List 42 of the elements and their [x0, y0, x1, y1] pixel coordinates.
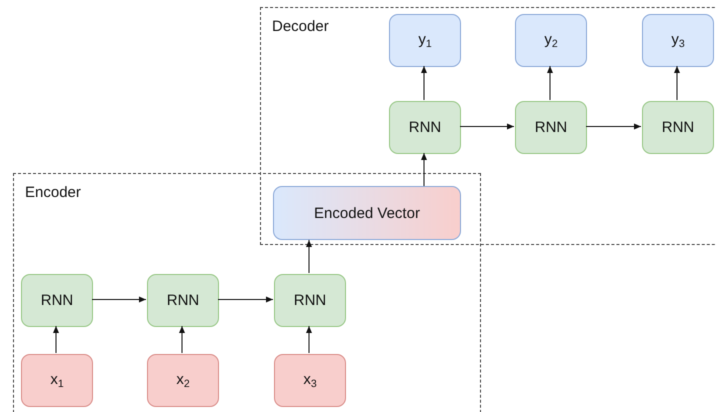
rnn-box [21, 274, 93, 327]
arrow [421, 152, 427, 186]
node-label: RNN [534, 119, 568, 136]
arrow [586, 124, 642, 130]
node-label: y$_{1}$ [418, 31, 432, 50]
arrow [421, 66, 427, 100]
node-label: RNN [40, 292, 74, 309]
output-box [515, 14, 587, 67]
arrow [53, 326, 59, 354]
rnn-box [389, 101, 461, 154]
node-label: RNN [294, 292, 326, 309]
rnn-box [274, 274, 346, 327]
node-label: y$_{2}$ [544, 31, 558, 50]
input-box [274, 354, 346, 407]
arrow [306, 326, 312, 354]
arrow [674, 66, 680, 100]
node-label: x$_{1}$ [50, 371, 64, 390]
arrow [218, 296, 274, 302]
node-label: y$_{3}$ [671, 31, 685, 50]
arrow [179, 326, 185, 354]
group-title: Decoder [272, 18, 329, 35]
rnn-box [642, 101, 714, 154]
arrow [92, 296, 146, 302]
node-label: x$_{2}$ [176, 371, 190, 390]
node-label: RNN [166, 292, 200, 309]
rnn-box [147, 274, 219, 327]
node-label: RNN [662, 119, 694, 136]
input-box [21, 354, 93, 407]
output-box [642, 14, 714, 67]
arrow [306, 240, 312, 274]
rnn-box [515, 101, 587, 154]
decoder-group [260, 7, 716, 245]
arrow [547, 66, 553, 100]
node-label: RNN [408, 119, 442, 136]
node-label: x$_{3}$ [303, 371, 317, 390]
input-box [147, 354, 219, 407]
arrow [460, 124, 514, 130]
encoder-group [13, 173, 481, 412]
node-label: Encoded Vector [314, 204, 420, 222]
output-box [389, 14, 461, 67]
vector-box [273, 186, 461, 240]
group-title: Encoder [25, 184, 81, 201]
